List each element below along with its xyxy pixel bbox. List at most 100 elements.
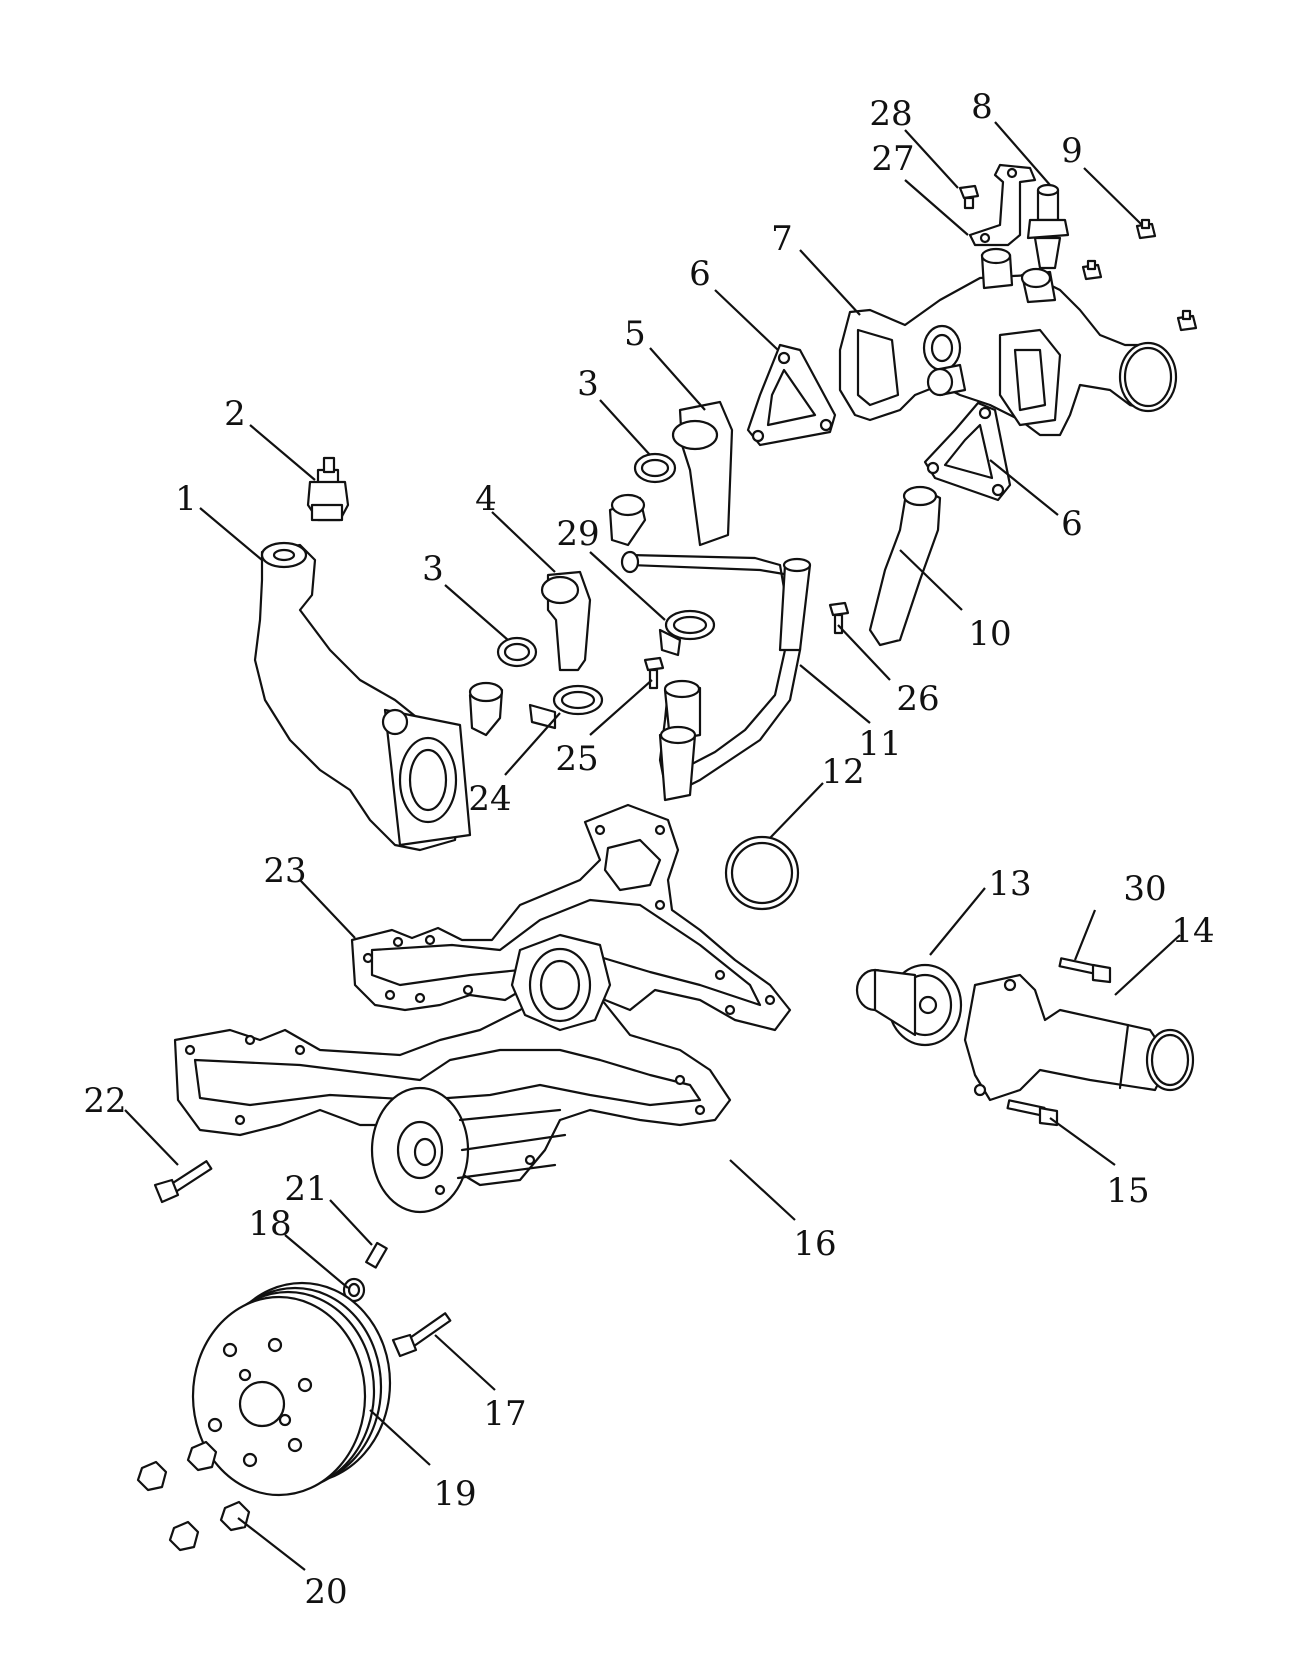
callout-13: 13 — [988, 864, 1031, 904]
leader-12 — [769, 782, 824, 839]
callout-3a: 3 — [577, 364, 599, 404]
part-20-nut — [186, 1440, 218, 1472]
callout-6b: 6 — [1061, 504, 1083, 544]
part-16-water-pump — [173, 933, 732, 1214]
part-8-temp-sensor — [1026, 183, 1070, 270]
callout-1: 1 — [175, 479, 197, 519]
leader-15 — [1049, 1117, 1116, 1166]
leader-21 — [329, 1199, 373, 1246]
part-15-bolt — [1006, 1099, 1059, 1127]
callout-27: 27 — [871, 139, 914, 179]
part-3-oring-upper — [633, 452, 677, 484]
callout-8: 8 — [971, 87, 993, 127]
callout-4: 4 — [475, 479, 497, 519]
callout-19: 19 — [433, 1474, 476, 1514]
part-29-clamp — [658, 609, 716, 657]
leader-3b — [444, 584, 509, 641]
leader-28 — [904, 129, 959, 189]
part-19-pulley — [191, 1281, 392, 1497]
part-22-bolt — [153, 1160, 213, 1204]
part-4-hose — [540, 570, 592, 672]
callout-labels: 1 2 3 3 4 5 6 6 7 8 9 10 11 12 13 14 15 … — [83, 87, 1214, 1612]
part-1-outlet-pipe — [253, 541, 472, 852]
leader-6a — [714, 289, 779, 351]
leader-24 — [504, 712, 561, 776]
leader-22 — [124, 1109, 179, 1166]
part-17-bolt — [391, 1312, 452, 1358]
part-5-hose — [671, 400, 734, 547]
leader-18 — [284, 1234, 349, 1289]
callout-29: 29 — [556, 514, 599, 554]
part-25-bolt — [643, 656, 665, 690]
callout-30: 30 — [1123, 869, 1166, 909]
callout-24: 24 — [468, 779, 511, 819]
leader-20 — [237, 1517, 306, 1571]
leader-11 — [799, 664, 871, 724]
leader-8 — [994, 121, 1051, 186]
callout-12: 12 — [821, 752, 864, 792]
leader-16 — [729, 1159, 796, 1221]
callout-6a: 6 — [689, 254, 711, 294]
leader-25 — [589, 679, 653, 736]
callout-21: 21 — [284, 1169, 327, 1209]
leader-29 — [589, 551, 666, 621]
leader-13 — [929, 887, 986, 956]
part-9-bolt — [1135, 218, 1157, 240]
part-12-oring — [724, 835, 800, 911]
part-20-nut — [168, 1520, 200, 1552]
leader-4 — [491, 511, 556, 573]
part-13-thermostat — [855, 963, 963, 1047]
leader-lines — [124, 121, 1181, 1571]
callout-18: 18 — [248, 1204, 291, 1244]
leader-26 — [837, 624, 891, 681]
callout-5: 5 — [624, 314, 646, 354]
part-27-bracket — [968, 163, 1037, 247]
callout-7: 7 — [771, 219, 793, 259]
pipe-stub-upper — [608, 493, 647, 547]
part-20-nut — [136, 1460, 168, 1492]
callout-17: 17 — [483, 1394, 526, 1434]
part-20-nut — [219, 1500, 251, 1532]
leader-14 — [1114, 934, 1181, 996]
callout-28: 28 — [869, 94, 912, 134]
callout-3b: 3 — [422, 549, 444, 589]
leader-6b — [989, 459, 1059, 516]
leader-7 — [799, 249, 861, 316]
callout-14: 14 — [1171, 911, 1214, 951]
callout-11: 11 — [858, 724, 901, 764]
part-6-gasket-upper — [746, 343, 837, 447]
callout-23: 23 — [263, 851, 306, 891]
part-11-bypass-pipe — [620, 550, 812, 802]
part-21-pin — [365, 1241, 388, 1269]
callout-16: 16 — [793, 1224, 836, 1264]
leader-23 — [299, 879, 356, 939]
part-28-bolt — [958, 184, 980, 210]
callout-2: 2 — [224, 394, 246, 434]
callout-25: 25 — [555, 739, 598, 779]
callout-20: 20 — [304, 1572, 347, 1612]
leader-2 — [249, 424, 316, 481]
bolt-extra-2 — [1176, 309, 1198, 332]
part-14-thermostat-housing — [963, 973, 1195, 1102]
part-3-oring-lower — [496, 636, 538, 668]
callout-10: 10 — [968, 614, 1011, 654]
callout-26: 26 — [896, 679, 939, 719]
leader-27 — [904, 179, 969, 236]
part-10-hose — [868, 485, 942, 647]
leader-19 — [369, 1409, 431, 1466]
leader-1 — [199, 507, 263, 561]
leader-3a — [599, 399, 651, 456]
part-7-inlet-manifold — [838, 247, 1178, 437]
bolt-extra-1 — [1081, 259, 1103, 281]
callout-15: 15 — [1106, 1171, 1149, 1211]
callout-22: 22 — [83, 1081, 126, 1121]
part-30-bolt — [1058, 957, 1112, 984]
pipe-stub-lower — [468, 681, 504, 737]
leader-5 — [649, 347, 706, 411]
part-24-clamp — [528, 684, 604, 730]
part-23-gasket — [350, 803, 792, 1032]
leader-9 — [1083, 167, 1143, 226]
part-26-bolt — [828, 601, 850, 635]
leader-17 — [434, 1334, 496, 1391]
